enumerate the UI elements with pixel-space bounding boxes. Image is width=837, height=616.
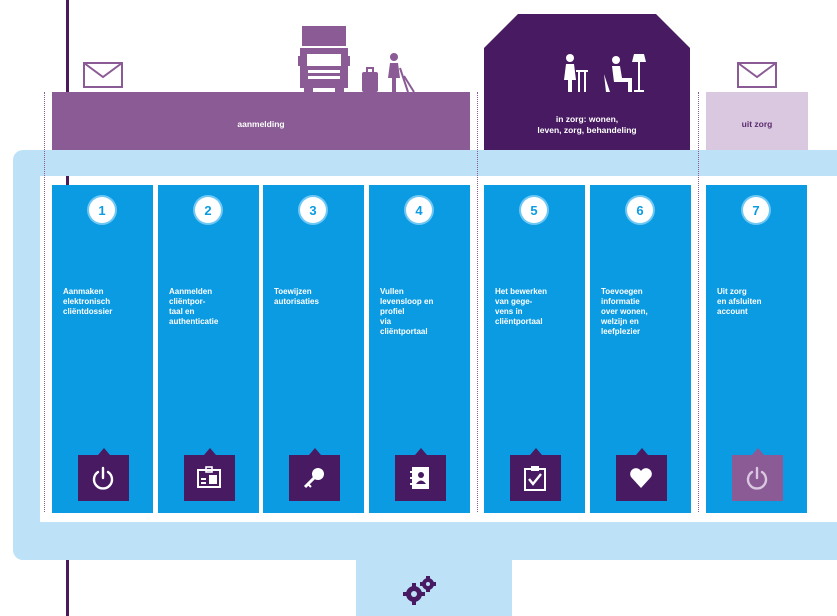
step-label: Toevoegen informatie over wonen, welzijn… [601,287,648,336]
elderly-person-with-suitcase-icon [362,53,415,93]
step-label: Aanmaken elektronisch cliëntdossier [63,287,113,316]
step-column-7: 7 Uit zorg en afsluiten account [706,185,807,513]
step-number: 5 [521,197,547,223]
step-column-1: 1 Aanmaken elektronisch cliëntdossier [52,185,153,513]
band-uit-zorg-label: uit zorg [741,119,773,129]
power-icon [732,448,783,501]
heart-icon [616,448,667,501]
step-label: Het bewerken van gege- vens in cliëntpor… [495,287,548,326]
step-label: Toewijzen autorisaties [274,287,319,306]
band-uit-zorg: uit zorg [706,92,808,157]
step-number: 6 [627,197,653,223]
step-column-4: 4 Vullen levensloop en profiel via cliën… [369,185,470,513]
step-column-6: 6 Toevoegen informatie over wonen, welzi… [590,185,691,513]
clipboard-check-icon [510,448,561,501]
house-icon [484,14,690,94]
band-in-zorg: in zorg: wonen, leven, zorg, behandeling [484,92,690,157]
envelope-icon [737,62,777,88]
left-vertical-line [66,0,69,92]
band-aanmelding-label: aanmelding [237,119,285,129]
band-in-zorg-label-line2: leven, zorg, behandeling [537,124,637,135]
step-label: Uit zorg en afsluiten account [717,287,762,316]
step-number: 3 [300,197,326,223]
step-number: 7 [743,197,769,223]
dotted-separator [44,92,45,512]
gears-icon [403,576,436,605]
step-label: Aanmelden cliëntpor- taal en authenticat… [169,287,219,326]
step-column-2: 2 Aanmelden cliëntpor- taal en authentic… [158,185,259,513]
step-number: 4 [406,197,432,223]
step-column-5: 5 Het bewerken van gege- vens in cliëntp… [484,185,585,513]
monitor-stand [356,560,512,616]
left-vertical-line-mid [66,176,69,186]
envelope-icon [83,62,123,88]
dotted-separator [477,92,478,512]
left-vertical-line-bottom [66,560,69,616]
address-book-icon [395,448,446,501]
dotted-separator [698,92,699,512]
band-aanmelding: aanmelding [52,92,470,157]
step-column-3: 3 Toewijzen autorisaties [263,185,364,513]
key-icon [289,448,340,501]
power-icon [78,448,129,501]
band-in-zorg-label-line1: in zorg: wonen, [555,113,619,124]
step-label: Vullen levensloop en profiel via cliëntp… [380,287,434,336]
step-number: 2 [195,197,221,223]
step-number: 1 [89,197,115,223]
moving-truck-icon [298,26,350,94]
id-card-icon [184,448,235,501]
